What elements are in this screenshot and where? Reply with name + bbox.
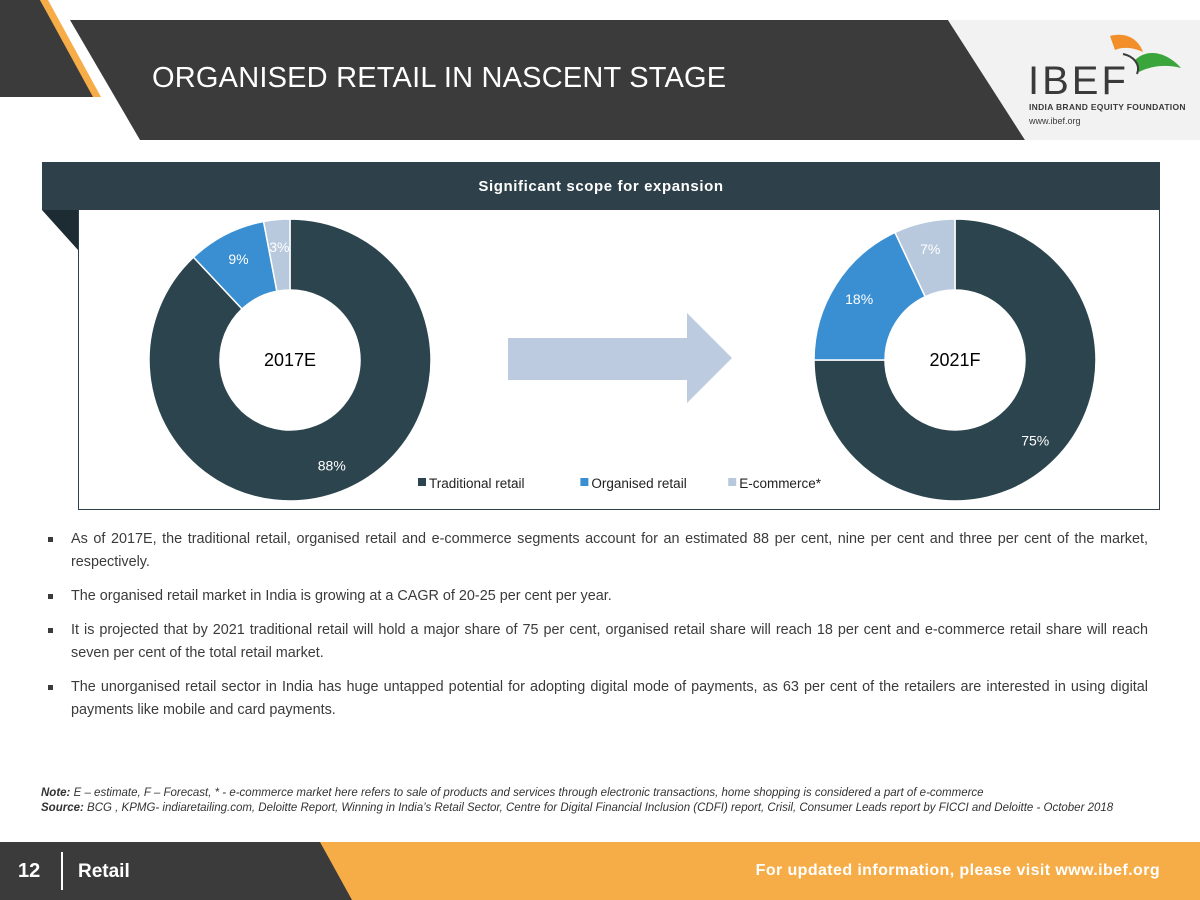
page-number: 12 [18, 860, 41, 882]
source-line: Source: BCG , KPMG- indiaretailing.com, … [41, 801, 1161, 816]
ibef-website-link[interactable]: For updated information, please visit ww… [755, 862, 1160, 879]
ibef-logo: IBEF INDIA BRAND EQUITY FOUNDATION www.i… [1020, 25, 1195, 140]
source-label: Source: [41, 802, 84, 814]
list-item: The unorganised retail sector in India h… [48, 676, 1148, 722]
square-bullet-icon [48, 685, 53, 690]
bullet-list: As of 2017E, the traditional retail, org… [48, 528, 1148, 733]
note-line: Note: E – estimate, F – Forecast, * - e-… [41, 786, 1161, 801]
note-text: E – estimate, F – Forecast, * - e-commer… [73, 787, 984, 799]
footnotes: Note: E – estimate, F – Forecast, * - e-… [41, 786, 1161, 816]
header-banner [0, 0, 1200, 140]
bullet-text: It is projected that by 2021 traditional… [71, 622, 1148, 661]
square-bullet-icon [48, 537, 53, 542]
list-item: It is projected that by 2021 traditional… [48, 619, 1148, 665]
note-label: Note: [41, 787, 71, 799]
logo-tagline: INDIA BRAND EQUITY FOUNDATION [1029, 102, 1186, 112]
panel-fold-corner [42, 210, 78, 250]
logo-wordmark: IBEF [1028, 59, 1129, 103]
section-name: Retail [78, 861, 130, 882]
list-item: The organised retail market in India is … [48, 585, 1148, 608]
square-bullet-icon [48, 594, 53, 599]
bullet-text: The unorganised retail sector in India h… [71, 679, 1148, 718]
list-item: As of 2017E, the traditional retail, org… [48, 528, 1148, 574]
square-bullet-icon [48, 628, 53, 633]
chart-panel-body [78, 210, 1160, 510]
chart-panel-title: Significant scope for expansion [42, 162, 1160, 210]
bird-icon [1110, 34, 1181, 75]
page-title: ORGANISED RETAIL IN NASCENT STAGE [152, 62, 727, 94]
footer-divider [61, 852, 63, 890]
logo-url: www.ibef.org [1029, 116, 1081, 126]
source-text: BCG , KPMG- indiaretailing.com, Deloitte… [87, 802, 1114, 814]
footer-bar [0, 842, 1200, 900]
bullet-text: The organised retail market in India is … [71, 588, 612, 604]
bullet-text: As of 2017E, the traditional retail, org… [71, 531, 1148, 570]
